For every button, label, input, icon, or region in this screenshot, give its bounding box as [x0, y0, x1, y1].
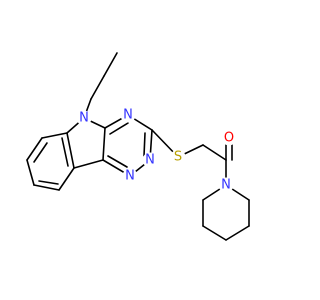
atom-labels: N N N N S O N: [76, 107, 237, 193]
bond-benz-7: [66, 132, 75, 169]
bond-tri-d3: [107, 155, 128, 168]
bond-benz-5: [33, 184, 60, 191]
bond-pip-4: [202, 225, 227, 241]
bond-benz-2: [41, 132, 68, 139]
atom-label-s-thioether: S: [174, 150, 182, 165]
bond-benz-3: [26, 137, 43, 161]
atom-label-o-carbonyl: O: [224, 131, 234, 146]
bonds: [26, 52, 250, 241]
bond-ch2-co: [202, 144, 227, 161]
molecule-structure: N N N N S O N: [26, 52, 250, 241]
bond-benz-d3: [61, 137, 69, 167]
bond-benz-6: [58, 167, 75, 191]
bond-benz-4: [26, 159, 35, 186]
bond-five-2: [102, 127, 106, 161]
bond-five-3: [73, 159, 104, 169]
atom-label-n-piperidine: N: [221, 178, 231, 193]
atom-label-n-triazine-low2: N: [125, 169, 135, 184]
bond-pip-3: [225, 225, 250, 241]
bond-benz-d1: [33, 142, 48, 163]
bond-benz-d2: [38, 180, 59, 185]
atom-label-n-triazine-low1: N: [145, 153, 155, 168]
atom-label-n-indole: N: [79, 111, 89, 126]
atom-label-n-triazine-top: N: [123, 108, 133, 123]
bond-tri-d2: [143, 132, 146, 157]
bond-propyl-2: [90, 75, 105, 100]
bond-propyl-1: [103, 52, 118, 77]
bond-tri-d1: [109, 122, 129, 135]
